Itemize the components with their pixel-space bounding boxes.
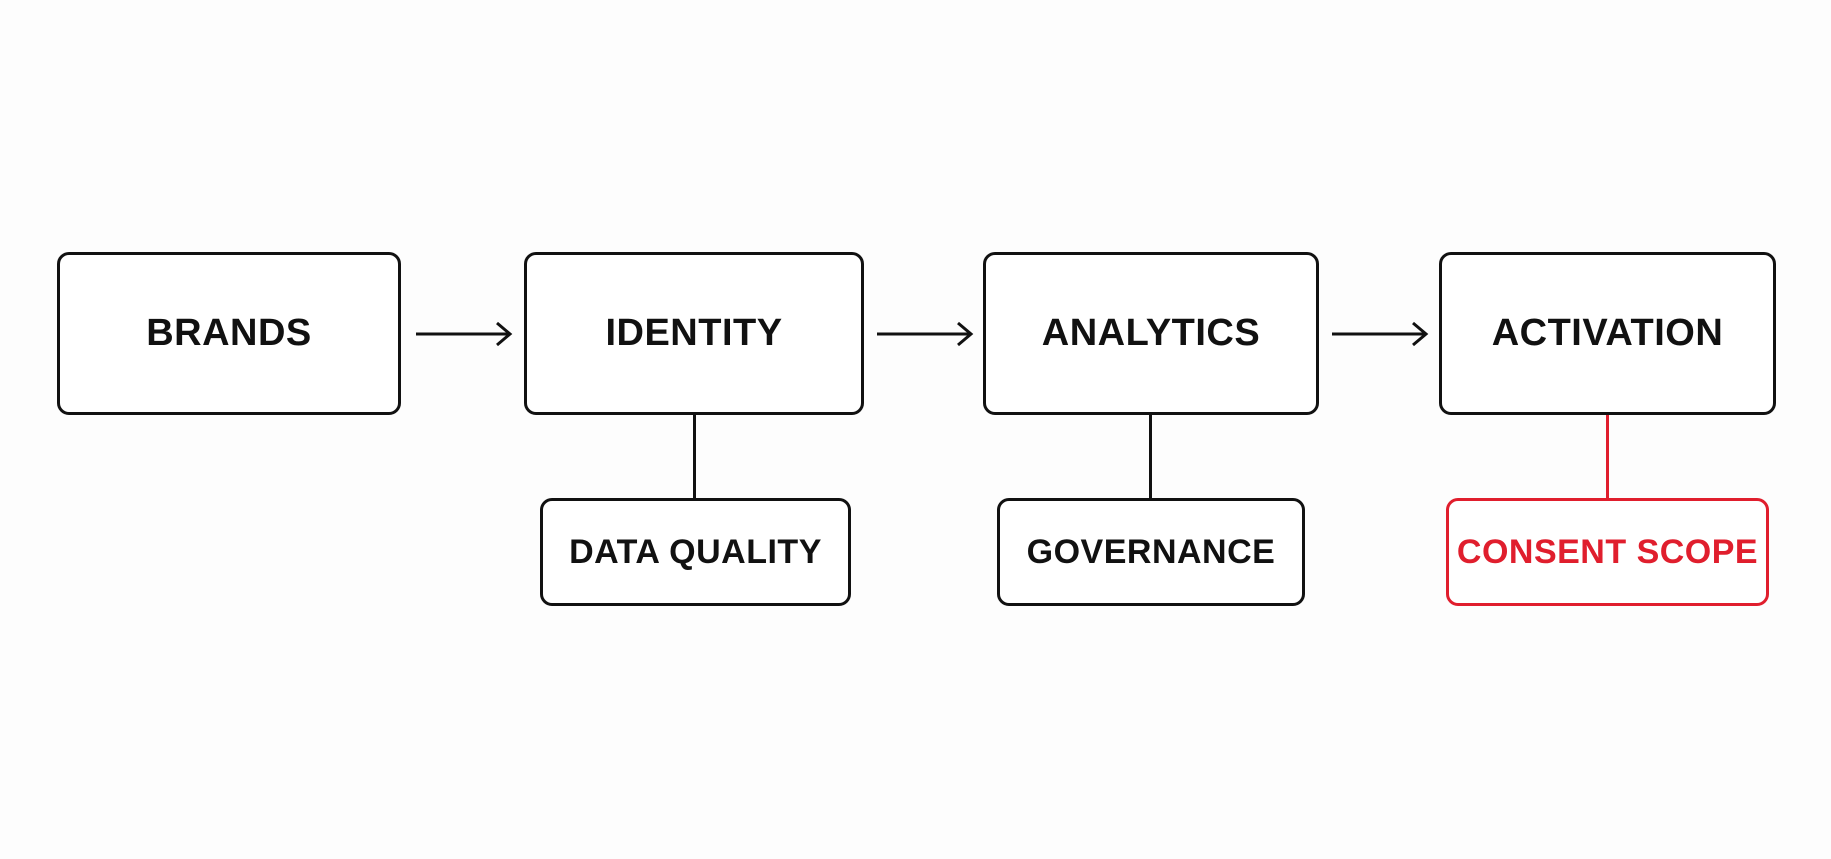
attachment-data-quality: DATA QUALITY (540, 498, 851, 606)
stage-analytics: ANALYTICS (983, 252, 1319, 415)
arrow-right-icon (1332, 321, 1429, 347)
arrow-right-icon (416, 321, 513, 347)
stage-activation-label: ACTIVATION (1491, 312, 1724, 354)
connector-analytics-governance (1149, 415, 1152, 498)
connector-identity-data-quality (693, 415, 696, 498)
stage-activation: ACTIVATION (1439, 252, 1776, 415)
stage-identity-label: IDENTITY (605, 312, 783, 354)
attachment-consent-scope: CONSENT SCOPE (1446, 498, 1769, 606)
stage-brands: BRANDS (57, 252, 401, 415)
attachment-governance: GOVERNANCE (997, 498, 1305, 606)
stage-analytics-label: ANALYTICS (1041, 312, 1261, 354)
attachment-governance-label: GOVERNANCE (1026, 532, 1276, 571)
arrow-brands-to-identity (415, 319, 513, 349)
attachment-consent-scope-label: CONSENT SCOPE (1456, 532, 1759, 571)
arrow-identity-to-analytics (876, 319, 974, 349)
connector-activation-consent-scope (1606, 415, 1609, 498)
attachment-data-quality-label: DATA QUALITY (569, 532, 822, 571)
stage-brands-label: BRANDS (146, 312, 312, 354)
stage-identity: IDENTITY (524, 252, 864, 415)
arrow-right-icon (877, 321, 974, 347)
arrow-analytics-to-activation (1331, 319, 1429, 349)
